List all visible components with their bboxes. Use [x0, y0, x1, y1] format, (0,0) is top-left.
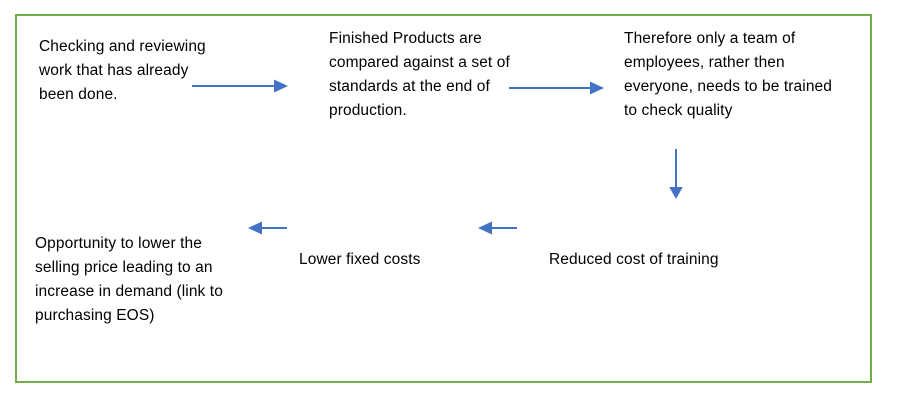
arrow-down-therefore-to-reduced-cost: [666, 148, 686, 200]
arrow-right-checking-to-finished: [190, 76, 290, 96]
node-reduced-cost-training: Reduced cost of training: [549, 251, 719, 268]
arrow-left-lower-fixed-to-opportunity: [247, 218, 289, 238]
node-opportunity-lower-price: Opportunity to lower the selling price l…: [35, 235, 223, 324]
node-finished-products: Finished Products are compared against a…: [329, 30, 510, 119]
arrow-left-reduced-cost-to-lower-fixed: [477, 218, 519, 238]
arrow-right-finished-to-therefore: [507, 78, 607, 98]
node-therefore-team: Therefore only a team of employees, rath…: [624, 30, 832, 119]
node-checking: Checking and reviewing work that has alr…: [39, 38, 206, 103]
node-lower-fixed-costs: Lower fixed costs: [299, 251, 421, 268]
diagram-border: [15, 14, 872, 383]
